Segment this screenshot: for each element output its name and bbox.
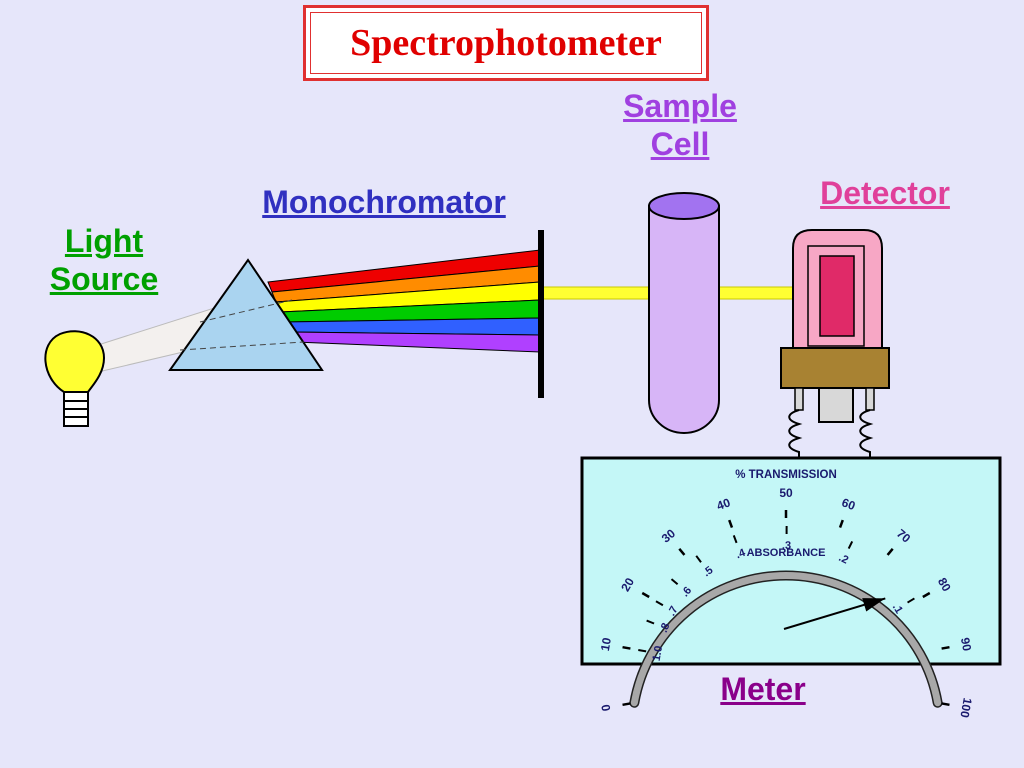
transmission-tick-label: 50 [779,486,793,500]
meter-needle-arrowhead [862,598,886,612]
transmission-tick [622,645,631,650]
absorbance-tick [655,600,664,607]
absorbance-tick [732,535,738,544]
label-meter: Meter [720,671,806,707]
label-light-source-line2: Source [49,261,159,298]
absorbance-tick [695,555,702,563]
label-sample-cell-line1: Sample [623,88,737,124]
meter-dial: 01020304050607080901001.0.8.7.6.5.4.3.2.… [598,469,975,719]
transmission-tick [838,519,844,528]
wire-left [788,409,803,458]
band-violet [289,331,541,353]
transmission-tick [941,702,950,707]
transmission-tick-label: 20 [618,575,637,594]
page-title: Spectrophotometer [350,22,662,64]
label-detector: Detector [820,175,950,211]
absorbance-tick [670,578,679,586]
transmission-tick [622,702,631,707]
transmission-title: % TRANSMISSION [735,469,837,481]
absorbance-tick [907,597,915,604]
transmission-tick-label: 40 [715,495,733,513]
transmission-tick [922,591,931,599]
transmission-tick-label: 80 [935,575,954,594]
label-light-source: Light Source [36,222,172,299]
absorbance-tick [847,540,854,550]
transmission-tick [941,645,950,650]
label-light-source-line1: Light [64,223,144,259]
transmission-tick-label: 10 [598,636,614,652]
prism [168,258,324,371]
wire-right [859,409,874,458]
transmission-tick [641,591,650,599]
absorbance-tick-label: .3 [782,540,791,552]
transmission-tick [886,548,894,556]
transmission-tick [728,519,734,528]
sample-cell [648,192,720,434]
absorbance-tick-label: 1.0 [651,645,665,662]
absorbance-tick [638,648,647,653]
detector [780,229,890,423]
light-bulb-icon [44,330,106,427]
spectrum-bands [267,249,541,353]
transmission-tick-label: 0 [598,703,613,712]
label-sample-cell-line2: Cell [650,126,710,163]
transmission-tick-label: 60 [840,495,858,513]
label-monochromator: Monochromator [262,184,506,220]
label-sample-cell: Sample Cell [606,87,754,164]
exit-slit [538,230,544,398]
title-box: Spectrophotometer [303,5,709,81]
meter-panel [580,456,1002,666]
absorbance-tick-label: .8 [658,621,673,634]
absorbance-tick [646,619,655,625]
transmission-tick-label: 100 [957,697,974,719]
transmission-tick-label: 90 [958,636,974,652]
transmission-tick [678,548,686,556]
absorbance-title: ABSORBANCE [747,547,826,559]
dial-arc [630,571,942,707]
